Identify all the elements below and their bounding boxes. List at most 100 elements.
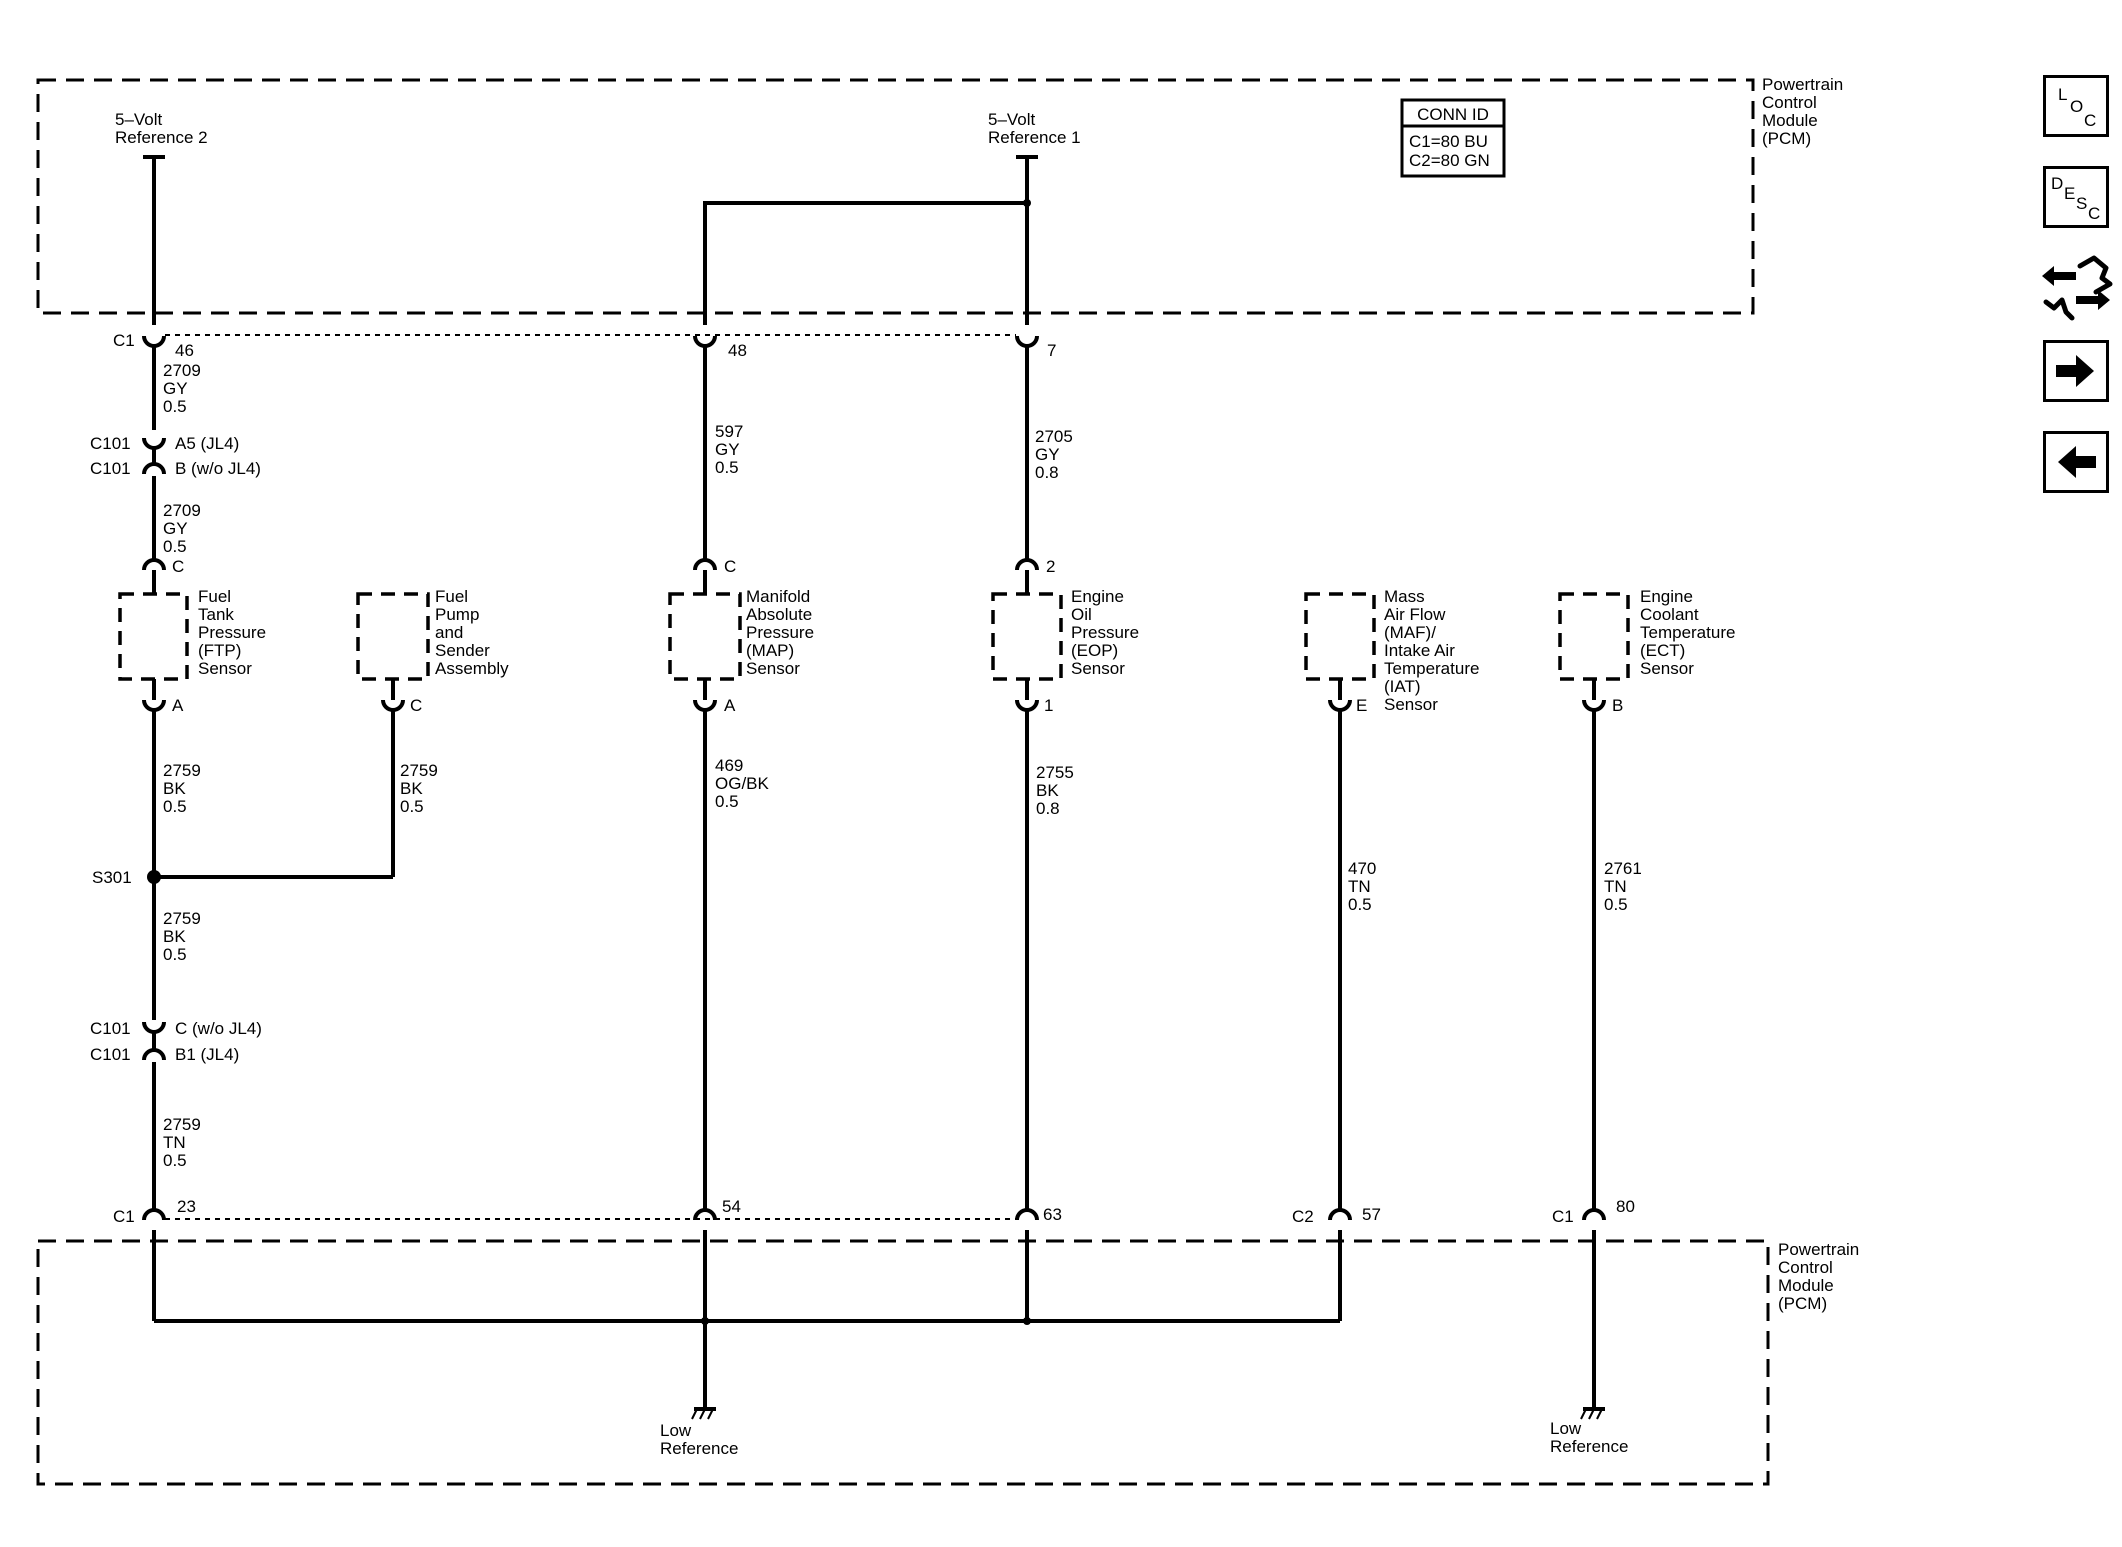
svg-text:BK: BK: [163, 927, 186, 946]
svg-text:0.5: 0.5: [163, 945, 187, 964]
wire-label-fuel-pump: 2759 BK 0.5: [400, 761, 438, 816]
svg-text:Reference: Reference: [1550, 1437, 1628, 1456]
inline-connector-pin: C (w/o JL4): [175, 1019, 262, 1038]
svg-text:Powertrain: Powertrain: [1778, 1240, 1859, 1259]
previous-button[interactable]: [2043, 431, 2109, 493]
loc-letter: O: [2070, 97, 2083, 116]
svg-text:5–Volt: 5–Volt: [988, 110, 1036, 129]
wire-label-s301-down: 2759 BK 0.5: [163, 909, 201, 964]
svg-text:5–Volt: 5–Volt: [115, 110, 163, 129]
fuel-pump-label: Fuel Pump and Sender Assembly: [435, 587, 509, 678]
svg-text:(MAP): (MAP): [746, 641, 794, 660]
svg-text:Reference 2: Reference 2: [115, 128, 208, 147]
low-reference-left-label: Low Reference: [660, 1421, 738, 1458]
eop-sensor-box: [991, 592, 1063, 681]
svg-text:Pressure: Pressure: [198, 623, 266, 642]
svg-text:(PCM): (PCM): [1778, 1294, 1827, 1313]
wire-label-ftp-mid: 2709 GY 0.5: [163, 501, 201, 556]
svg-text:0.5: 0.5: [400, 797, 424, 816]
svg-text:Sensor: Sensor: [1384, 695, 1438, 714]
next-button[interactable]: [2043, 340, 2109, 402]
wire-label-ftp-top: 2709 GY 0.5: [163, 361, 201, 416]
svg-text:2755: 2755: [1036, 763, 1074, 782]
splice-label: S301: [92, 868, 132, 887]
ref2-label: 5–Volt Reference 2: [115, 110, 208, 147]
pin-48: 48: [728, 341, 747, 360]
svg-text:Sender: Sender: [435, 641, 490, 660]
svg-text:Sensor: Sensor: [1071, 659, 1125, 678]
svg-text:(PCM): (PCM): [1762, 129, 1811, 148]
wire-label-ect: 2761 TN 0.5: [1604, 859, 1642, 914]
svg-text:(EOP): (EOP): [1071, 641, 1118, 660]
svg-text:TN: TN: [1348, 877, 1371, 896]
wire-label-ftp-low: 2759 TN 0.5: [163, 1115, 201, 1170]
svg-text:GY: GY: [715, 440, 740, 459]
svg-text:Engine: Engine: [1071, 587, 1124, 606]
previous-arrow-icon: [2058, 446, 2096, 478]
svg-text:0.5: 0.5: [163, 397, 187, 416]
svg-text:Powertrain: Powertrain: [1762, 75, 1843, 94]
ref1-label: 5–Volt Reference 1: [988, 110, 1081, 147]
wire-label-map-top: 597 GY 0.5: [715, 422, 743, 477]
svg-text:2759: 2759: [163, 909, 201, 928]
loc-letter: L: [2058, 85, 2067, 104]
pin-80: 80: [1616, 1197, 1635, 1216]
pcm-top-boundary: [36, 78, 1755, 315]
inline-connector-label: C101: [90, 1019, 131, 1038]
map-ref-wire: [703, 201, 1027, 325]
pin-7: 7: [1047, 341, 1056, 360]
pcm-bottom-boundary: [36, 1239, 1770, 1486]
svg-text:BK: BK: [163, 779, 186, 798]
svg-text:(FTP): (FTP): [198, 641, 241, 660]
svg-text:Sensor: Sensor: [198, 659, 252, 678]
eop-sensor-label: Engine Oil Pressure (EOP) Sensor: [1071, 587, 1139, 678]
ftp-sensor-label: Fuel Tank Pressure (FTP) Sensor: [198, 587, 266, 678]
pin-46: 46: [175, 341, 194, 360]
ect-pin-bot: B: [1612, 696, 1623, 715]
svg-text:2709: 2709: [163, 361, 201, 380]
svg-text:Assembly: Assembly: [435, 659, 509, 678]
svg-text:Control: Control: [1778, 1258, 1833, 1277]
svg-text:Module: Module: [1762, 111, 1818, 130]
pcm-bottom-label: Powertrain Control Module (PCM): [1778, 1240, 1859, 1313]
connector-swap-icon[interactable]: [2036, 250, 2116, 324]
map-sensor-box: [668, 592, 742, 681]
svg-text:0.8: 0.8: [1035, 463, 1059, 482]
svg-text:0.5: 0.5: [1604, 895, 1628, 914]
svg-text:2759: 2759: [163, 1115, 201, 1134]
svg-text:(IAT): (IAT): [1384, 677, 1421, 696]
svg-text:2759: 2759: [163, 761, 201, 780]
ground-symbol: [1580, 1407, 1605, 1420]
svg-text:Control: Control: [1762, 93, 1817, 112]
svg-text:597: 597: [715, 422, 743, 441]
svg-text:0.5: 0.5: [163, 537, 187, 556]
svg-text:2705: 2705: [1035, 427, 1073, 446]
maf-pin-bot: E: [1356, 696, 1367, 715]
svg-text:TN: TN: [1604, 877, 1627, 896]
svg-text:Absolute: Absolute: [746, 605, 812, 624]
svg-text:Fuel: Fuel: [435, 587, 468, 606]
svg-text:Module: Module: [1778, 1276, 1834, 1295]
svg-text:2709: 2709: [163, 501, 201, 520]
svg-text:0.5: 0.5: [715, 458, 739, 477]
map-sensor-label: Manifold Absolute Pressure (MAP) Sensor: [746, 587, 814, 678]
ftp-pin-top: C: [172, 557, 184, 576]
svg-text:0.5: 0.5: [163, 1151, 187, 1170]
svg-text:Fuel: Fuel: [198, 587, 231, 606]
desc-letter: D: [2051, 174, 2063, 193]
wire-label-maf: 470 TN 0.5: [1348, 859, 1376, 914]
svg-text:2759: 2759: [400, 761, 438, 780]
svg-text:Temperature: Temperature: [1640, 623, 1735, 642]
svg-text:Coolant: Coolant: [1640, 605, 1699, 624]
desc-letter: S: [2076, 194, 2087, 213]
svg-text:Sensor: Sensor: [1640, 659, 1694, 678]
fuel-pump-box: [356, 592, 430, 681]
pin-57: 57: [1362, 1205, 1381, 1224]
svg-text:Oil: Oil: [1071, 605, 1092, 624]
top-connector-label: C1: [113, 331, 135, 350]
inline-connector-pin: A5 (JL4): [175, 434, 239, 453]
inline-connector-label: C101: [90, 434, 131, 453]
wire-label-eop-top: 2705 GY 0.8: [1035, 427, 1073, 482]
loc-button[interactable]: L O C: [2043, 75, 2109, 137]
desc-button[interactable]: D E S C: [2043, 166, 2109, 228]
